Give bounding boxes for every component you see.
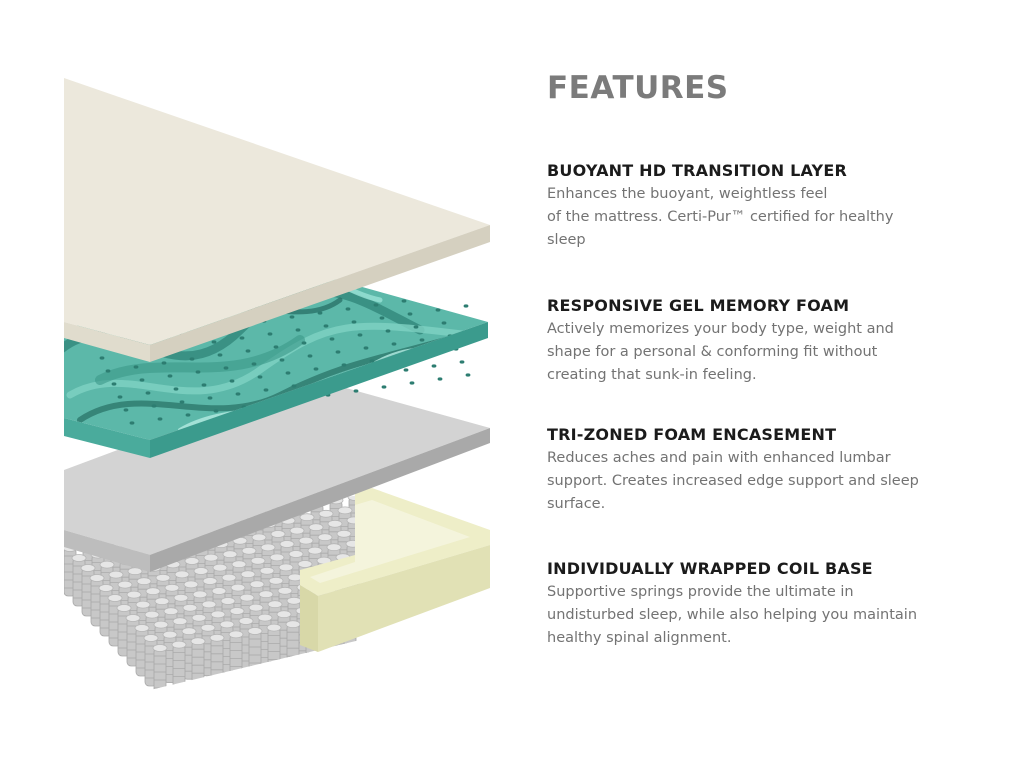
coil-spring xyxy=(171,640,187,690)
gel-hole xyxy=(145,391,151,395)
gel-hole xyxy=(111,382,117,386)
gel-hole xyxy=(257,375,263,379)
gel-hole xyxy=(189,357,195,361)
gel-hole xyxy=(291,384,297,388)
gel-hole xyxy=(465,373,471,377)
gel-hole xyxy=(229,379,235,383)
gel-hole xyxy=(245,349,251,353)
gel-hole xyxy=(201,383,207,387)
gel-hole xyxy=(363,346,369,350)
foam-encasement-layer xyxy=(64,378,490,572)
gel-hole xyxy=(285,371,291,375)
gel-hole xyxy=(105,369,111,373)
gel-hole xyxy=(323,324,329,328)
gel-hole xyxy=(251,362,257,366)
gel-hole xyxy=(99,356,105,360)
feature-title: INDIVIDUALLY WRAPPED COIL BASE xyxy=(547,559,873,578)
gel-hole xyxy=(441,321,447,325)
gel-hole xyxy=(307,354,313,358)
gel-hole xyxy=(379,316,385,320)
gel-hole xyxy=(273,345,279,349)
gel-hole xyxy=(401,299,407,303)
gel-hole xyxy=(207,396,213,400)
gel-hole xyxy=(373,303,379,307)
feature-title: RESPONSIVE GEL MEMORY FOAM xyxy=(547,296,850,315)
gel-hole xyxy=(289,315,295,319)
gel-hole xyxy=(129,421,135,425)
gel-hole xyxy=(173,387,179,391)
gel-hole xyxy=(223,366,229,370)
gel-hole xyxy=(157,417,163,421)
gel-hole xyxy=(409,381,415,385)
gel-hole xyxy=(437,377,443,381)
coil-spring xyxy=(190,637,206,690)
gel-hole xyxy=(279,358,285,362)
encasement-inner-edge xyxy=(310,500,470,583)
gel-hole xyxy=(235,392,241,396)
gel-hole xyxy=(403,368,409,372)
gel-hole xyxy=(341,363,347,367)
gel-hole xyxy=(239,336,245,340)
gel-hole xyxy=(317,311,323,315)
gel-hole xyxy=(133,365,139,369)
gel-hole xyxy=(463,304,469,308)
gel-hole xyxy=(357,333,363,337)
gel-hole xyxy=(353,389,359,393)
gel-hole xyxy=(263,388,269,392)
feature-coil-base: INDIVIDUALLY WRAPPED COIL BASE Supportiv… xyxy=(547,558,1007,650)
gel-hole xyxy=(313,367,319,371)
gel-hole xyxy=(335,350,341,354)
gel-hole xyxy=(345,307,351,311)
feature-description: Supportive springs provide the ultimate … xyxy=(547,584,918,646)
gel-hole xyxy=(179,400,185,404)
gel-hole xyxy=(167,374,173,378)
gel-hole xyxy=(151,404,157,408)
gel-hole xyxy=(301,341,307,345)
feature-transition-layer: BUOYANT HD TRANSITION LAYER Enhances the… xyxy=(547,160,1007,252)
gel-hole xyxy=(391,342,397,346)
transition-layer xyxy=(64,78,490,362)
gel-hole xyxy=(435,308,441,312)
gel-hole xyxy=(419,338,425,342)
feature-title: BUOYANT HD TRANSITION LAYER xyxy=(547,161,847,180)
gel-hole xyxy=(407,312,413,316)
gel-hole xyxy=(211,340,217,344)
coil-spring xyxy=(152,644,168,690)
feature-gel-memory-foam: RESPONSIVE GEL MEMORY FOAM Actively memo… xyxy=(547,295,1007,387)
feature-foam-encasement: TRI-ZONED FOAM ENCASEMENT Reduces aches … xyxy=(547,424,1007,516)
features-panel: FEATURES BUOYANT HD TRANSITION LAYER Enh… xyxy=(547,62,1007,646)
gel-hole xyxy=(217,353,223,357)
feature-description: Enhances the buoyant, weightless feel of… xyxy=(547,186,894,248)
gel-hole xyxy=(381,385,387,389)
gel-hole xyxy=(369,359,375,363)
gel-hole xyxy=(267,332,273,336)
gel-hole xyxy=(117,395,123,399)
gel-hole xyxy=(459,360,465,364)
encasement-front-face xyxy=(300,585,318,652)
gel-hole xyxy=(385,329,391,333)
feature-description: Actively memorizes your body type, weigh… xyxy=(547,321,894,383)
gel-hole xyxy=(329,337,335,341)
feature-description: Reduces aches and pain with enhanced lum… xyxy=(547,450,919,512)
mattress-layers-illustration xyxy=(64,78,490,690)
gel-hole xyxy=(161,361,167,365)
gel-hole xyxy=(195,370,201,374)
gel-hole xyxy=(185,413,191,417)
gel-hole xyxy=(139,378,145,382)
encasement-side-face xyxy=(318,545,490,652)
gel-hole xyxy=(413,325,419,329)
gel-hole xyxy=(295,328,301,332)
gel-hole xyxy=(123,408,129,412)
gel-hole xyxy=(351,320,357,324)
gel-hole xyxy=(213,409,219,413)
feature-title: TRI-ZONED FOAM ENCASEMENT xyxy=(547,425,837,444)
gel-hole xyxy=(431,364,437,368)
features-heading: FEATURES xyxy=(547,70,729,106)
